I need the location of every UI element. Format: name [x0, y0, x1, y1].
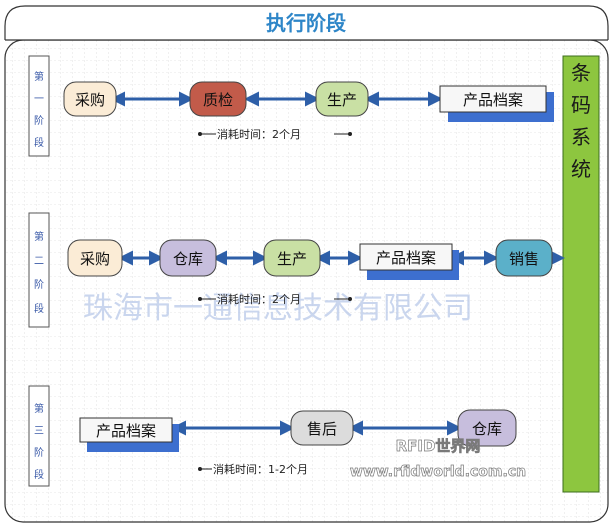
node-xiaoshou-label: 销售	[509, 250, 539, 268]
node-dangan	[439, 85, 547, 113]
phase-2-label-box	[28, 212, 50, 328]
node-cangku-label: 仓库	[472, 420, 502, 438]
duration-dot-right	[348, 132, 352, 136]
phase-1: 第一阶段 采购 质检 生产 产品档案 消耗时间：2个月	[28, 55, 554, 157]
barcode-system-bar	[562, 55, 600, 493]
duration-dot-right	[348, 297, 352, 301]
node-dangan-label: 产品档案	[96, 422, 156, 440]
company-watermark: 珠海市一通信息技术有限公司	[83, 291, 473, 326]
node-xiaoshou	[495, 239, 553, 277]
node-caigou-label: 采购	[80, 250, 110, 268]
phase-2: 第二阶段 采购 仓库 生产 产品档案 销售 消耗时间：2个月	[28, 212, 565, 328]
duration-dot-left	[198, 297, 202, 301]
phase-3: 第三阶段 产品档案 售后 仓库 消耗时间：1-2个月	[28, 385, 517, 487]
phase-1-label-box	[28, 55, 50, 157]
node-shouhou-label: 售后	[307, 420, 337, 438]
node-shouhou	[290, 410, 354, 446]
duration-dot-left	[198, 467, 202, 471]
phase-3-label-box	[28, 385, 50, 487]
node-dangan-label: 产品档案	[376, 249, 436, 267]
node-cangku-label: 仓库	[173, 250, 203, 268]
node-cangku	[457, 409, 517, 447]
node-caigou	[67, 239, 123, 277]
phase-3-duration: 消耗时间：1-2个月	[213, 462, 308, 476]
duration-dot-left	[198, 132, 202, 136]
node-caigou-label: 采购	[75, 91, 105, 109]
node-shengchan	[315, 81, 369, 117]
phase-1-label: 第一阶段	[34, 70, 44, 149]
phase-2-duration: 消耗时间：2个月	[217, 292, 301, 306]
node-caigou	[63, 81, 117, 117]
footer-url: www.rfidworld.com.cn	[350, 464, 526, 480]
node-dangan	[79, 417, 173, 443]
node-dangan-label: 产品档案	[463, 91, 523, 109]
node-shengchan-label: 生产	[327, 91, 357, 109]
phase-3-label: 第三阶段	[34, 402, 44, 481]
node-dangan	[359, 243, 453, 271]
footer-logo: RFID世界网	[396, 437, 481, 455]
phase-2-label: 第二阶段	[34, 230, 44, 315]
node-zhijian-label: 质检	[203, 91, 233, 109]
node-zhijian	[189, 81, 247, 117]
page-title: 执行阶段	[266, 11, 346, 35]
node-shengchan-label: 生产	[277, 250, 307, 268]
node-shengchan	[263, 239, 321, 277]
barcode-system-label: 条码系统	[571, 61, 591, 181]
node-cangku	[159, 239, 217, 277]
title-bar	[4, 5, 609, 40]
phase-1-duration: 消耗时间：2个月	[217, 127, 301, 141]
